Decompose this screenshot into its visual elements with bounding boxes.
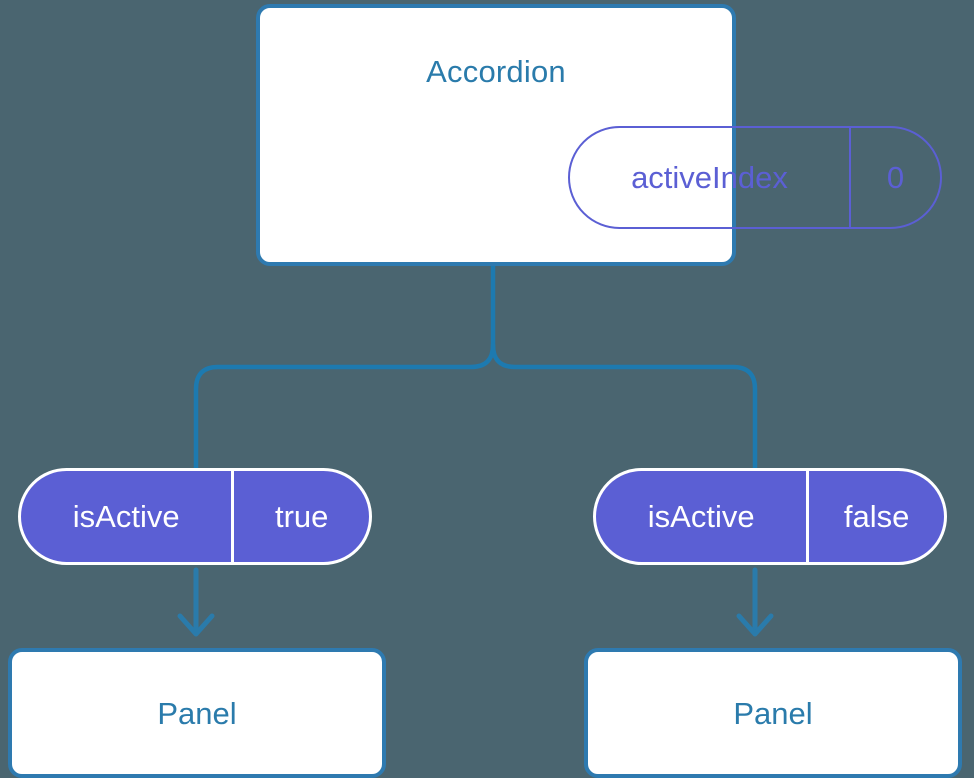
arrow-down-icon-right [736,567,774,637]
prop-value-is-active-right: false [806,471,944,562]
prop-badge-active-index[interactable]: activeIndex 0 [568,126,942,229]
tree-branch-connector [193,263,496,471]
prop-name-is-active-left: isActive [72,498,180,534]
component-title-accordion: Accordion [426,54,566,89]
prop-badge-is-active-right[interactable]: isActive false [593,468,947,565]
prop-value-active-index: 0 [848,128,940,227]
prop-name-active-index: activeIndex [631,159,788,195]
component-title-panel-right: Panel [733,696,813,731]
component-card-panel-left[interactable]: Panel [8,648,386,778]
prop-name-is-active-right: isActive [647,498,755,534]
component-card-accordion[interactable]: Accordion activeIndex 0 [256,4,942,266]
tree-branch-connector-right [490,342,758,471]
prop-badge-is-active-left[interactable]: isActive true [18,468,372,565]
component-card-panel-right[interactable]: Panel [584,648,962,778]
component-title-panel-left: Panel [157,696,237,731]
arrow-down-icon-left [177,567,215,637]
prop-value-is-active-left: true [231,471,369,562]
